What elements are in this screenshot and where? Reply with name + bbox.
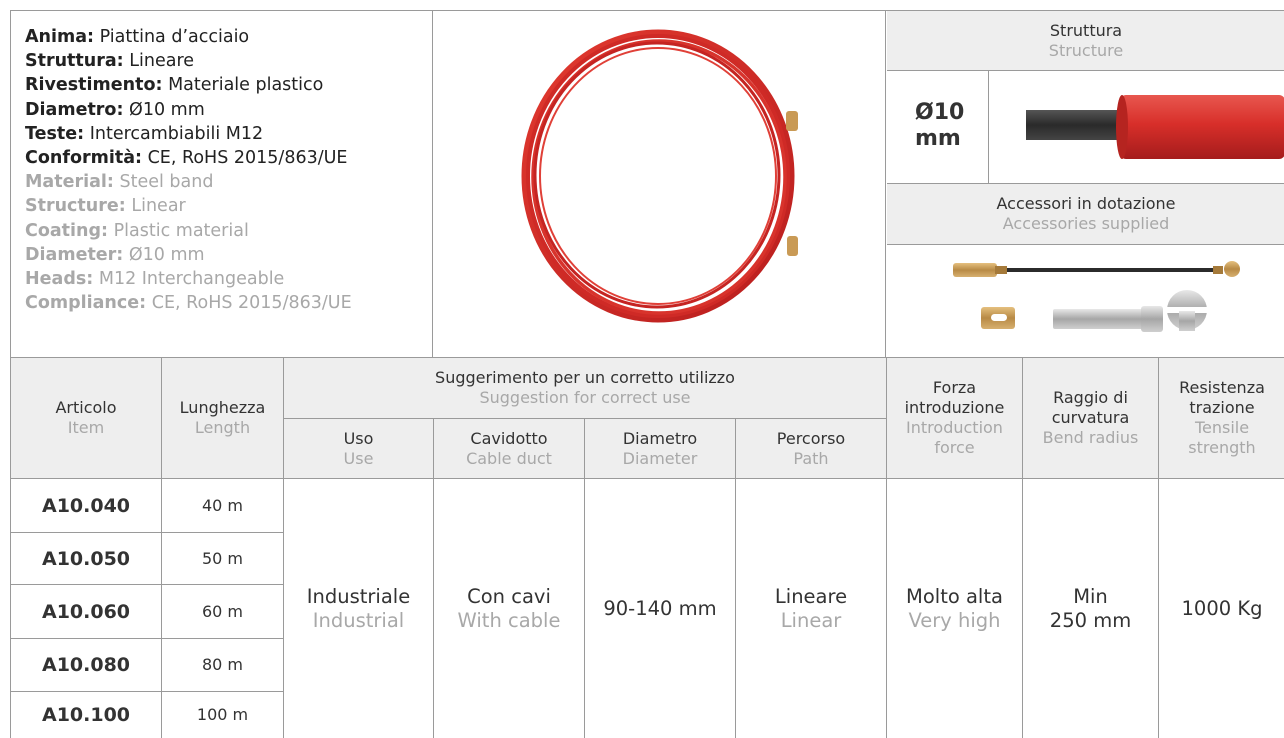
header-article-en: Item — [67, 418, 105, 437]
path-value: Lineare Linear — [736, 479, 887, 738]
accessories-picture — [953, 261, 1240, 332]
structure-title-en: Structure — [1048, 41, 1124, 60]
side-panel: Struttura Structure Ø10 mm — [887, 11, 1284, 358]
spec-it-compliance: Conformità: CE, RoHS 2015/863/UE — [25, 148, 348, 169]
header-force-it-2: introduzione — [904, 398, 1005, 417]
header-path-en: Path — [793, 448, 829, 468]
header-tensile-it-1: Resistenza — [1179, 378, 1265, 397]
header-length: Lunghezza Length — [162, 358, 284, 479]
radius-value-2: 250 mm — [1049, 608, 1132, 632]
spec-en-diameter: Diameter: Ø10 mm — [25, 244, 205, 265]
header-path-it: Percorso — [776, 428, 846, 448]
row-4-length: 80 m — [162, 639, 284, 692]
cable-duct-value-en: With cable — [457, 608, 561, 632]
radius-value-1: Min — [1073, 584, 1108, 608]
force-value-en: Very high — [908, 608, 1001, 632]
force-value-it: Molto alta — [906, 584, 1003, 608]
row-2-article: A10.050 — [11, 533, 162, 585]
accessories-title: Accessori in dotazione — [996, 194, 1176, 213]
product-table: Articolo Item Lunghezza Length Suggerime… — [10, 358, 1284, 738]
row-1-article: A10.040 — [11, 479, 162, 533]
use-value-it: Industriale — [306, 584, 411, 608]
spec-it-structure: Struttura: Lineare — [25, 51, 195, 72]
header-tensile-en-1: Tensile — [1194, 418, 1250, 437]
diameter-number: Ø10 — [915, 100, 965, 125]
path-value-it: Lineare — [774, 584, 848, 608]
tensile-strength-value: 1000 Kg — [1159, 479, 1284, 738]
header-path: Percorso Path — [736, 419, 887, 479]
header-radius-en: Bend radius — [1042, 428, 1139, 447]
header-use: Uso Use — [284, 419, 434, 479]
header-force-it-1: Forza — [932, 378, 977, 397]
cable-duct-value: Con cavi With cable — [434, 479, 585, 738]
header-cable-duct-it: Cavidotto — [470, 428, 548, 448]
header-force-en-2: force — [934, 438, 975, 457]
spec-en-material: Material: Steel band — [25, 172, 214, 193]
diameter-value: Ø10 mm — [887, 71, 989, 183]
spec-en-coating: Coating: Plastic material — [25, 220, 249, 241]
bend-radius-value: Min 250 mm — [1023, 479, 1159, 738]
header-suggestion: Suggerimento per un corretto utilizzo Su… — [284, 358, 887, 419]
header-tensile-en-2: strength — [1188, 438, 1256, 457]
row-5-length: 100 m — [162, 692, 284, 738]
header-tensile-strength: Resistenza trazione Tensile strength — [1159, 358, 1284, 479]
header-force-en-1: Introduction — [906, 418, 1003, 437]
header-tensile-it-2: trazione — [1189, 398, 1255, 417]
structure-title: Struttura — [1049, 21, 1123, 40]
top-section: Anima: Piattina d’acciaio Struttura: Lin… — [10, 10, 1284, 358]
header-length-it: Lunghezza — [179, 398, 266, 417]
header-article: Articolo Item — [11, 358, 162, 479]
header-radius-it-1: Raggio di — [1053, 388, 1128, 407]
use-value: Industriale Industrial — [284, 479, 434, 738]
header-diameter-it: Diametro — [622, 428, 698, 448]
header-diameter: Diametro Diameter — [585, 419, 736, 479]
row-3-article: A10.060 — [11, 585, 162, 639]
header-radius-it-2: curvatura — [1051, 408, 1130, 427]
row-4-article: A10.080 — [11, 639, 162, 692]
header-cable-duct: Cavidotto Cable duct — [434, 419, 585, 479]
spec-list: Anima: Piattina d’acciaio Struttura: Lin… — [11, 11, 433, 358]
coiled-fish-tape-image — [521, 29, 798, 323]
header-cable-duct-en: Cable duct — [466, 448, 552, 468]
accessories-image — [887, 245, 1284, 358]
cable-cross-section-image — [1026, 95, 1284, 159]
header-bend-radius: Raggio di curvatura Bend radius — [1023, 358, 1159, 479]
spec-en-heads: Heads: M12 Interchangeable — [25, 269, 285, 290]
structure-row: Ø10 mm — [887, 71, 1284, 184]
path-value-en: Linear — [780, 608, 842, 632]
insertion-force-value: Molto alta Very high — [887, 479, 1023, 738]
row-5-article: A10.100 — [11, 692, 162, 738]
product-photo — [433, 11, 886, 358]
structure-header: Struttura Structure — [887, 11, 1284, 71]
tensile-value: 1000 Kg — [1181, 596, 1263, 620]
spec-it-heads: Teste: Intercambiabili M12 — [25, 123, 264, 144]
accessories-header: Accessori in dotazione Accessories suppl… — [887, 184, 1284, 245]
spec-en-structure: Structure: Linear — [25, 196, 186, 217]
row-2-length: 50 m — [162, 533, 284, 585]
fish-tape-head-top — [786, 111, 798, 131]
diameter-unit: mm — [915, 126, 961, 151]
header-use-en: Use — [343, 448, 374, 468]
accessories-title-en: Accessories supplied — [1002, 214, 1170, 233]
fish-tape-head-bottom — [787, 236, 798, 256]
header-length-en: Length — [194, 418, 251, 437]
header-article-it: Articolo — [55, 398, 117, 417]
header-insertion-force: Forza introduzione Introduction force — [887, 358, 1023, 479]
spec-it-core: Anima: Piattina d’acciaio — [25, 27, 250, 47]
header-use-it: Uso — [343, 428, 374, 448]
spec-en-compliance: Compliance: CE, RoHS 2015/863/UE — [25, 293, 352, 314]
row-1-length: 40 m — [162, 479, 284, 533]
header-suggestion-en: Suggestion for correct use — [479, 388, 691, 407]
row-3-length: 60 m — [162, 585, 284, 639]
diameter-range: 90-140 mm — [603, 596, 717, 620]
spec-it-diameter: Diametro: Ø10 mm — [25, 99, 205, 120]
use-value-en: Industrial — [312, 608, 405, 632]
header-suggestion-it: Suggerimento per un corretto utilizzo — [435, 368, 735, 387]
cable-duct-value-it: Con cavi — [467, 584, 551, 608]
spec-it-coating: Rivestimento: Materiale plastico — [25, 75, 324, 96]
header-diameter-en: Diameter — [622, 448, 698, 468]
diameter-range-value: 90-140 mm — [585, 479, 736, 738]
